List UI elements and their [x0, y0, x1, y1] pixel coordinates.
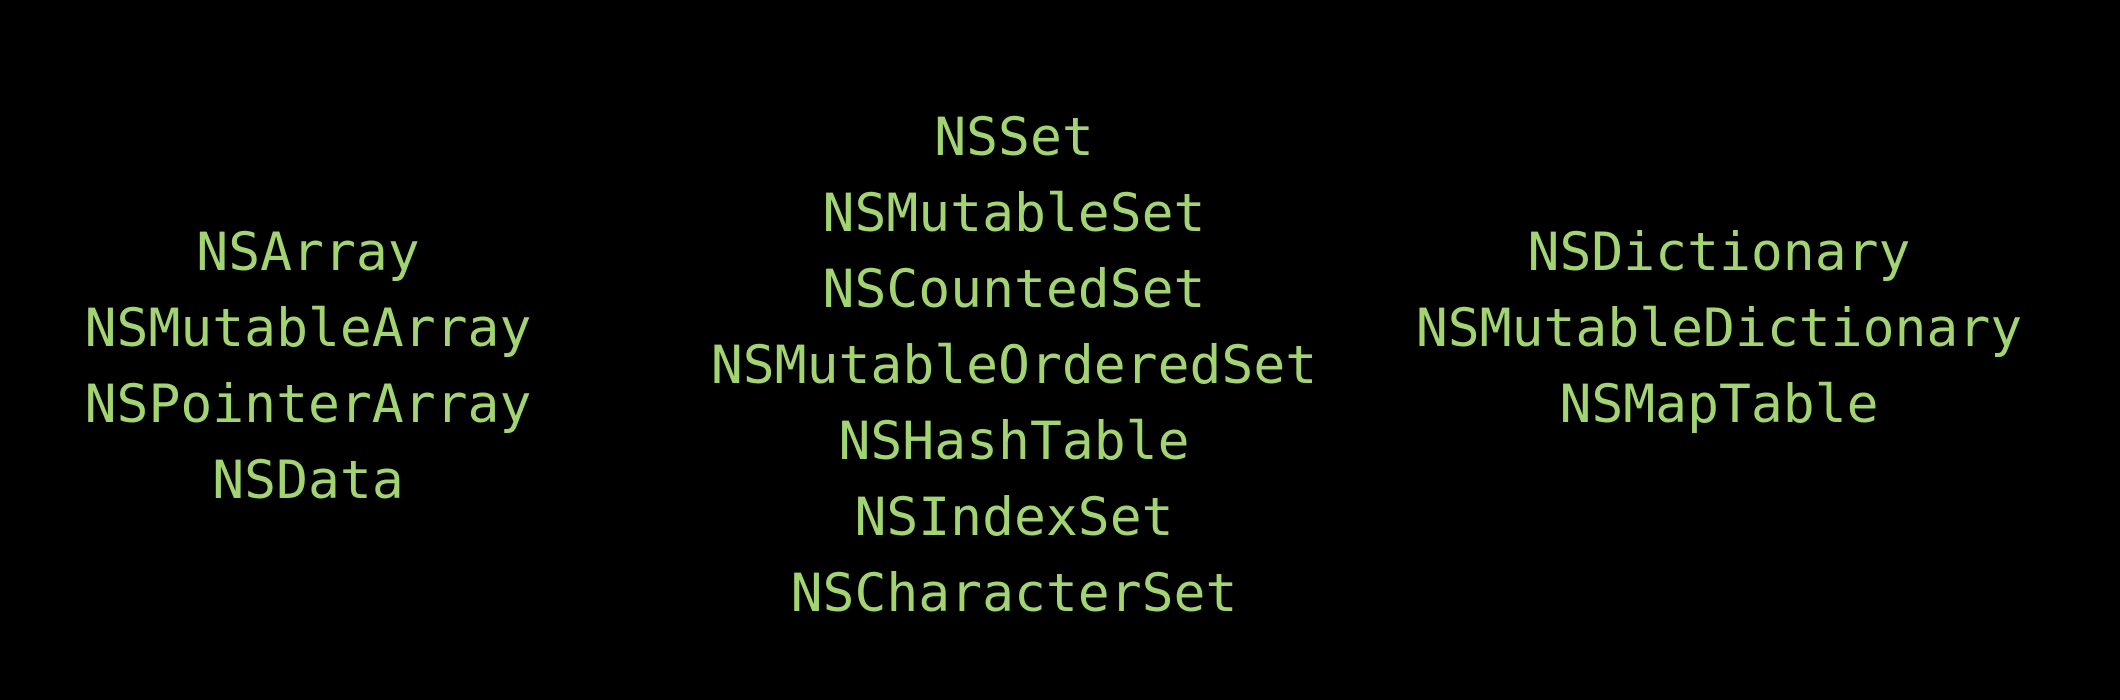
class-name-nsmutablearray: NSMutableArray — [84, 298, 532, 359]
class-name-nsmutableorderedset: NSMutableOrderedSet — [710, 335, 1318, 396]
class-name-nsmaptable: NSMapTable — [1559, 374, 1879, 435]
class-name-nsindexset: NSIndexSet — [854, 487, 1174, 548]
column-array-classes: NSArray NSMutableArray NSPointerArray NS… — [85, 215, 532, 519]
class-name-nsdictionary: NSDictionary — [1527, 222, 1911, 283]
class-name-nsarray: NSArray — [196, 222, 420, 283]
class-name-nscountedset: NSCountedSet — [822, 259, 1206, 320]
class-name-nshashtable: NSHashTable — [838, 411, 1190, 472]
class-name-nscharacterset: NSCharacterSet — [790, 563, 1238, 624]
class-name-nsmutableset: NSMutableSet — [822, 183, 1206, 244]
class-name-nspointerarray: NSPointerArray — [84, 374, 532, 435]
column-set-classes: NSSet NSMutableSet NSCountedSet NSMutabl… — [711, 100, 1317, 632]
column-dictionary-classes: NSDictionary NSMutableDictionary NSMapTa… — [1416, 215, 2022, 443]
class-name-nsdata: NSData — [212, 450, 404, 511]
class-name-nsset: NSSet — [934, 107, 1094, 168]
class-name-nsmutabledictionary: NSMutableDictionary — [1415, 298, 2023, 359]
